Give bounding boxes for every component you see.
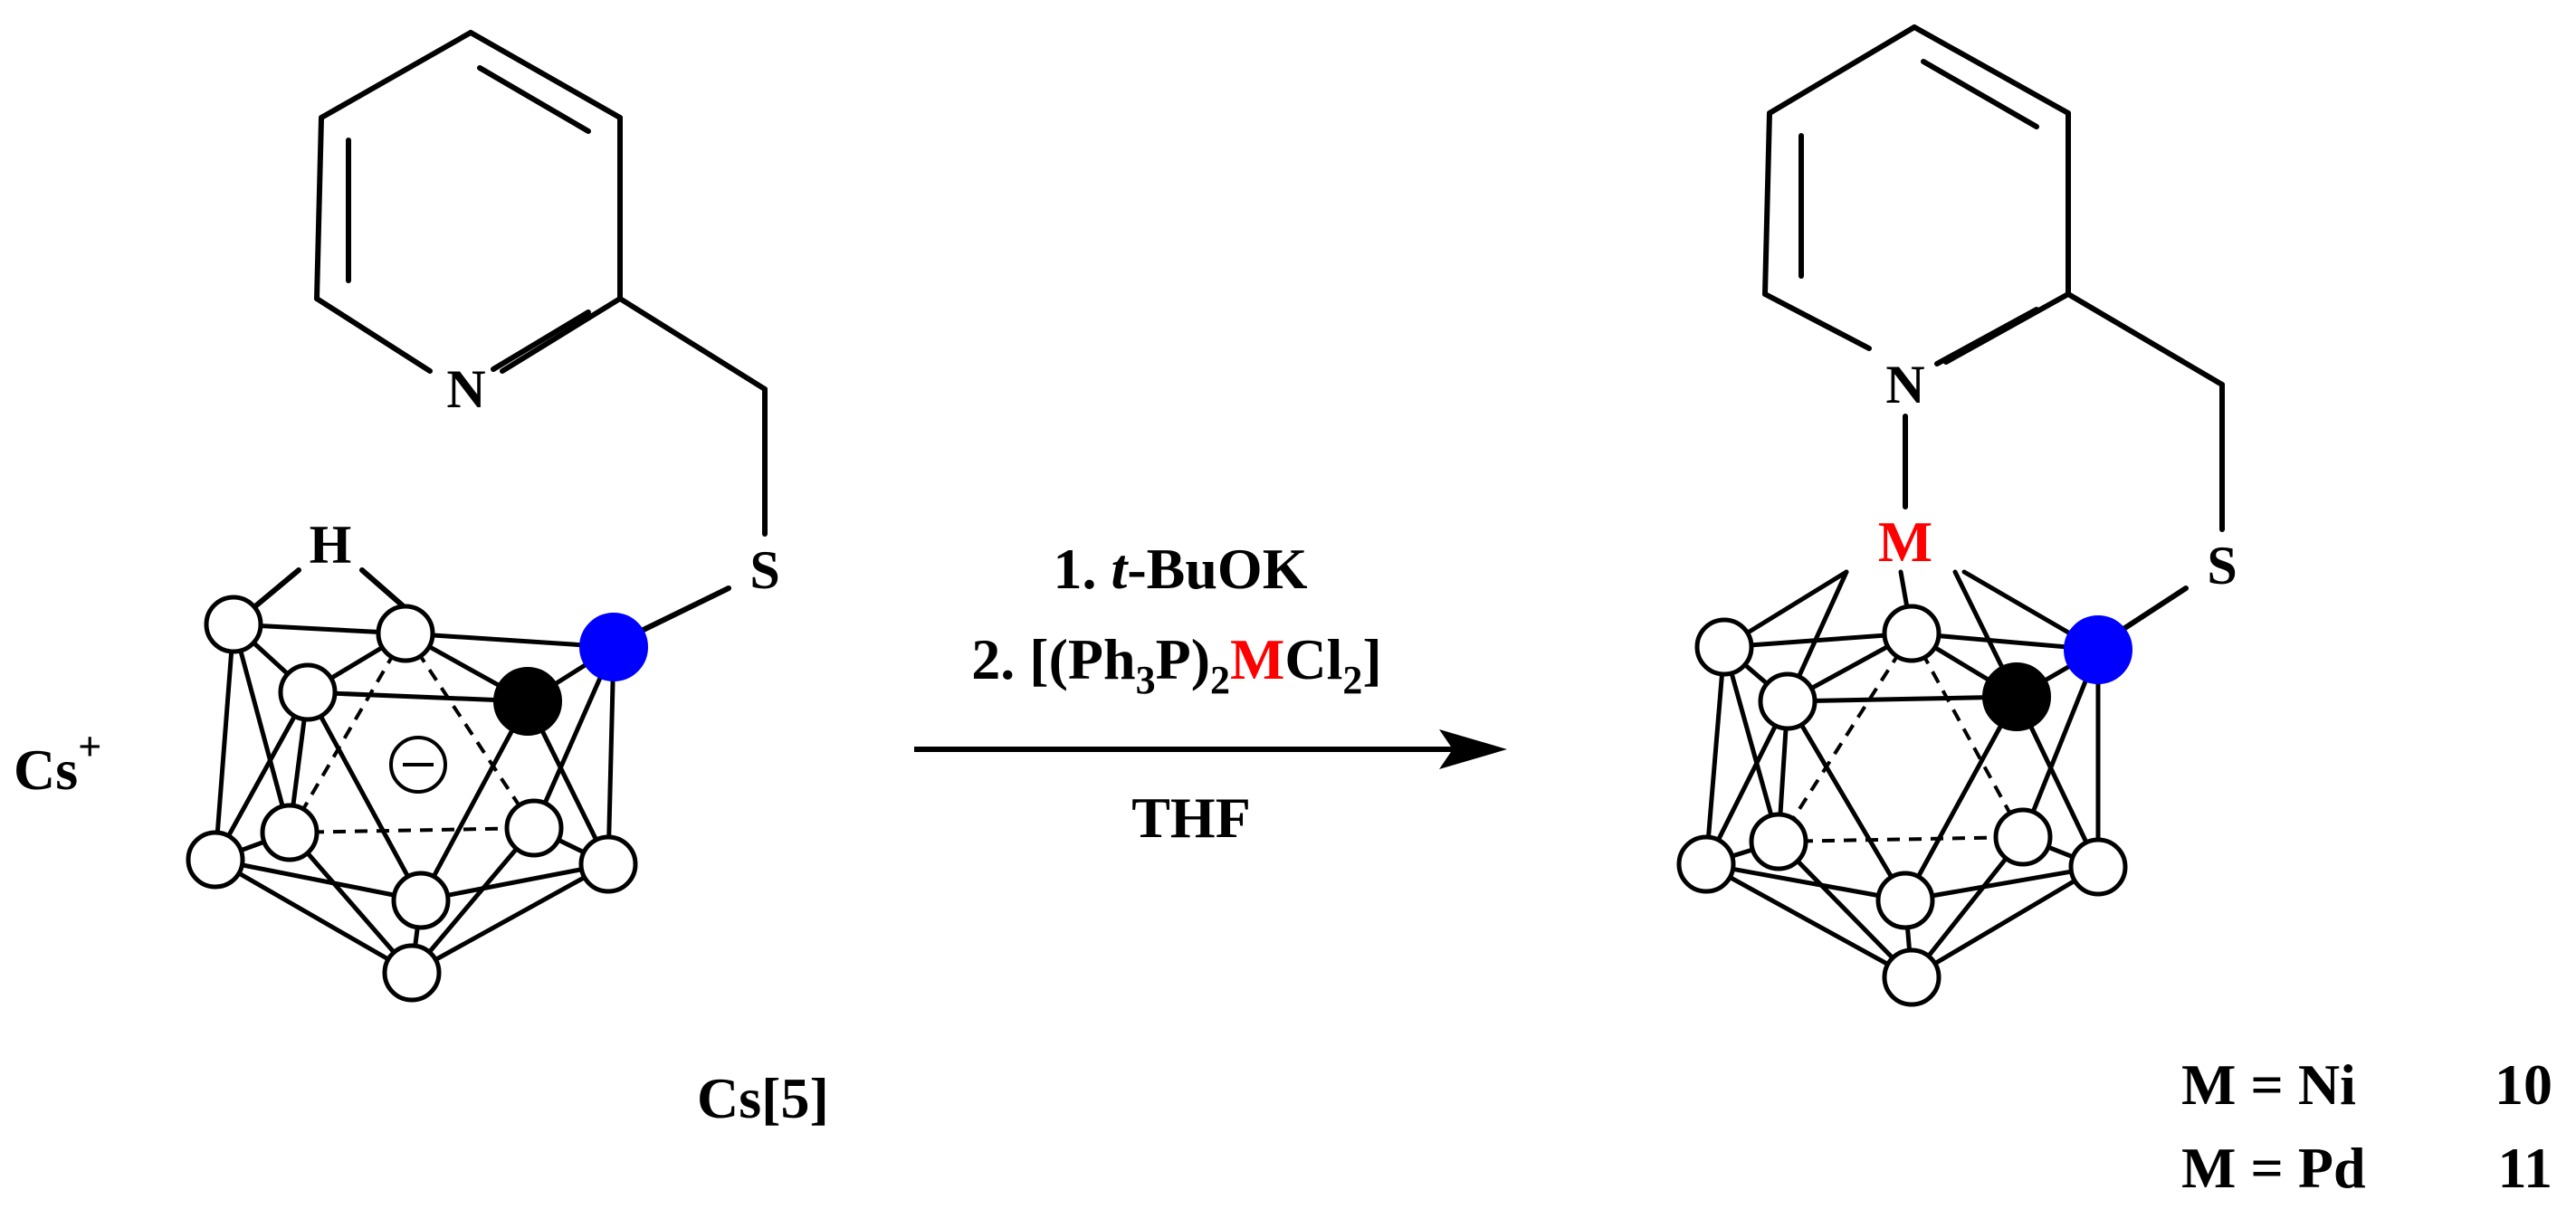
boron-vertex: [1993, 807, 2053, 867]
product-sulfur-label: S: [2207, 536, 2237, 595]
legend-palladium-number: 11: [2498, 1136, 2552, 1200]
reactant-cage-vertices: [186, 595, 648, 1003]
sulfur-bound-carbon-atom: [2064, 615, 2132, 684]
cesium-counterion: Cs+: [14, 723, 101, 802]
boron-vertex: [204, 595, 263, 654]
cage-carbon-atom: [493, 667, 562, 736]
arrowhead-icon: [1439, 729, 1507, 769]
boron-vertex: [578, 834, 638, 894]
step1-reagent: 1. t-BuOK: [1054, 537, 1308, 601]
legend-nickel-number: 10: [2495, 1052, 2552, 1117]
reactant-structure: N S H Cs+ Cs[5]: [14, 30, 829, 1130]
metal-symbol: M: [1230, 627, 1284, 691]
boron-vertex: [504, 798, 564, 858]
legend-palladium-text: M = Pd: [2181, 1136, 2366, 1200]
reactant-sulfur-label: S: [749, 540, 779, 600]
boron-vertex: [1875, 871, 1935, 930]
bridging-hydrogen-label: H: [310, 515, 352, 575]
product-pyridine-ring: [1762, 24, 2225, 647]
solvent-label: THF: [1131, 785, 1251, 850]
boron-vertex: [382, 943, 442, 1003]
reactant-pyridine-ring: [314, 30, 768, 647]
boron-vertex: [391, 871, 451, 930]
boron-vertex: [1749, 812, 1808, 871]
reactant-nitrogen-label: N: [446, 359, 485, 419]
boron-vertex: [1882, 947, 1942, 1007]
boron-vertex: [1694, 617, 1754, 677]
reaction-conditions: 1. t-BuOK 2. [(Ph3P)2MCl2] THF: [914, 537, 1507, 850]
boron-vertex: [2068, 837, 2128, 897]
product-metal-label: M: [1878, 509, 1932, 574]
step2-reagent: 2. [(Ph3P)2MCl2]: [971, 627, 1381, 702]
legend-nickel-text: M = Ni: [2181, 1052, 2356, 1117]
boron-vertex: [1882, 604, 1942, 663]
product-structure: N S M M = Ni 10 M = Pd 11: [1676, 24, 2552, 1200]
boron-vertex: [186, 830, 245, 890]
product-cage-vertices: [1676, 604, 2132, 1007]
boron-vertex: [1676, 834, 1736, 894]
reactant-compound-label: Cs[5]: [697, 1066, 829, 1130]
boron-vertex: [376, 604, 435, 663]
boron-vertex: [260, 803, 320, 862]
cage-carbon-atom: [1982, 662, 2051, 731]
product-nitrogen-label: N: [1885, 355, 1924, 414]
boron-vertex: [1758, 671, 1818, 731]
boron-vertex: [278, 662, 338, 722]
sulfur-bound-carbon-atom: [579, 613, 648, 681]
